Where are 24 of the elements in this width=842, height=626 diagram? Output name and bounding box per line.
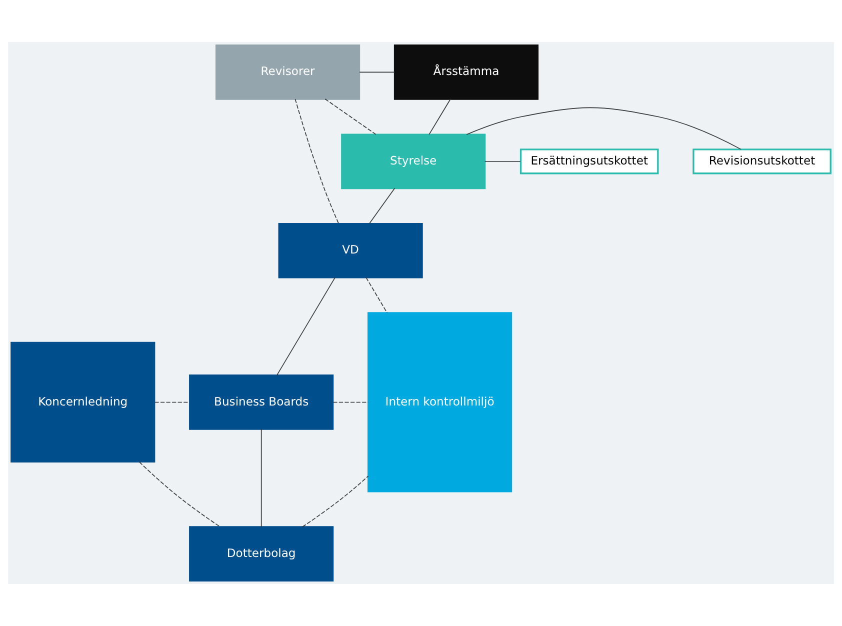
node-box: Ersättningsutskottet [520,148,659,174]
node-box: Revisionsutskottet [692,148,832,174]
connector [302,476,369,528]
node-box: Dotterbolag [189,526,334,582]
connector [368,188,396,224]
node-box: Business Boards [189,374,334,430]
node-box: Revisorer [215,44,360,100]
connector [428,98,451,135]
connector [484,160,521,162]
node-box: VD [278,222,423,278]
connector [332,402,369,403]
node-box: Intern kontrollmiljö [368,312,512,492]
connector [260,428,262,528]
connector [294,98,340,224]
node-box: Årsstämma [394,44,539,100]
connector [138,462,221,528]
connector [324,98,376,135]
connector [466,107,742,150]
connector [154,402,190,403]
connector [359,72,395,73]
node-box: Styrelse [341,134,486,190]
connector [366,277,388,314]
connector [276,277,336,376]
node-box: Koncernledning [10,342,156,463]
